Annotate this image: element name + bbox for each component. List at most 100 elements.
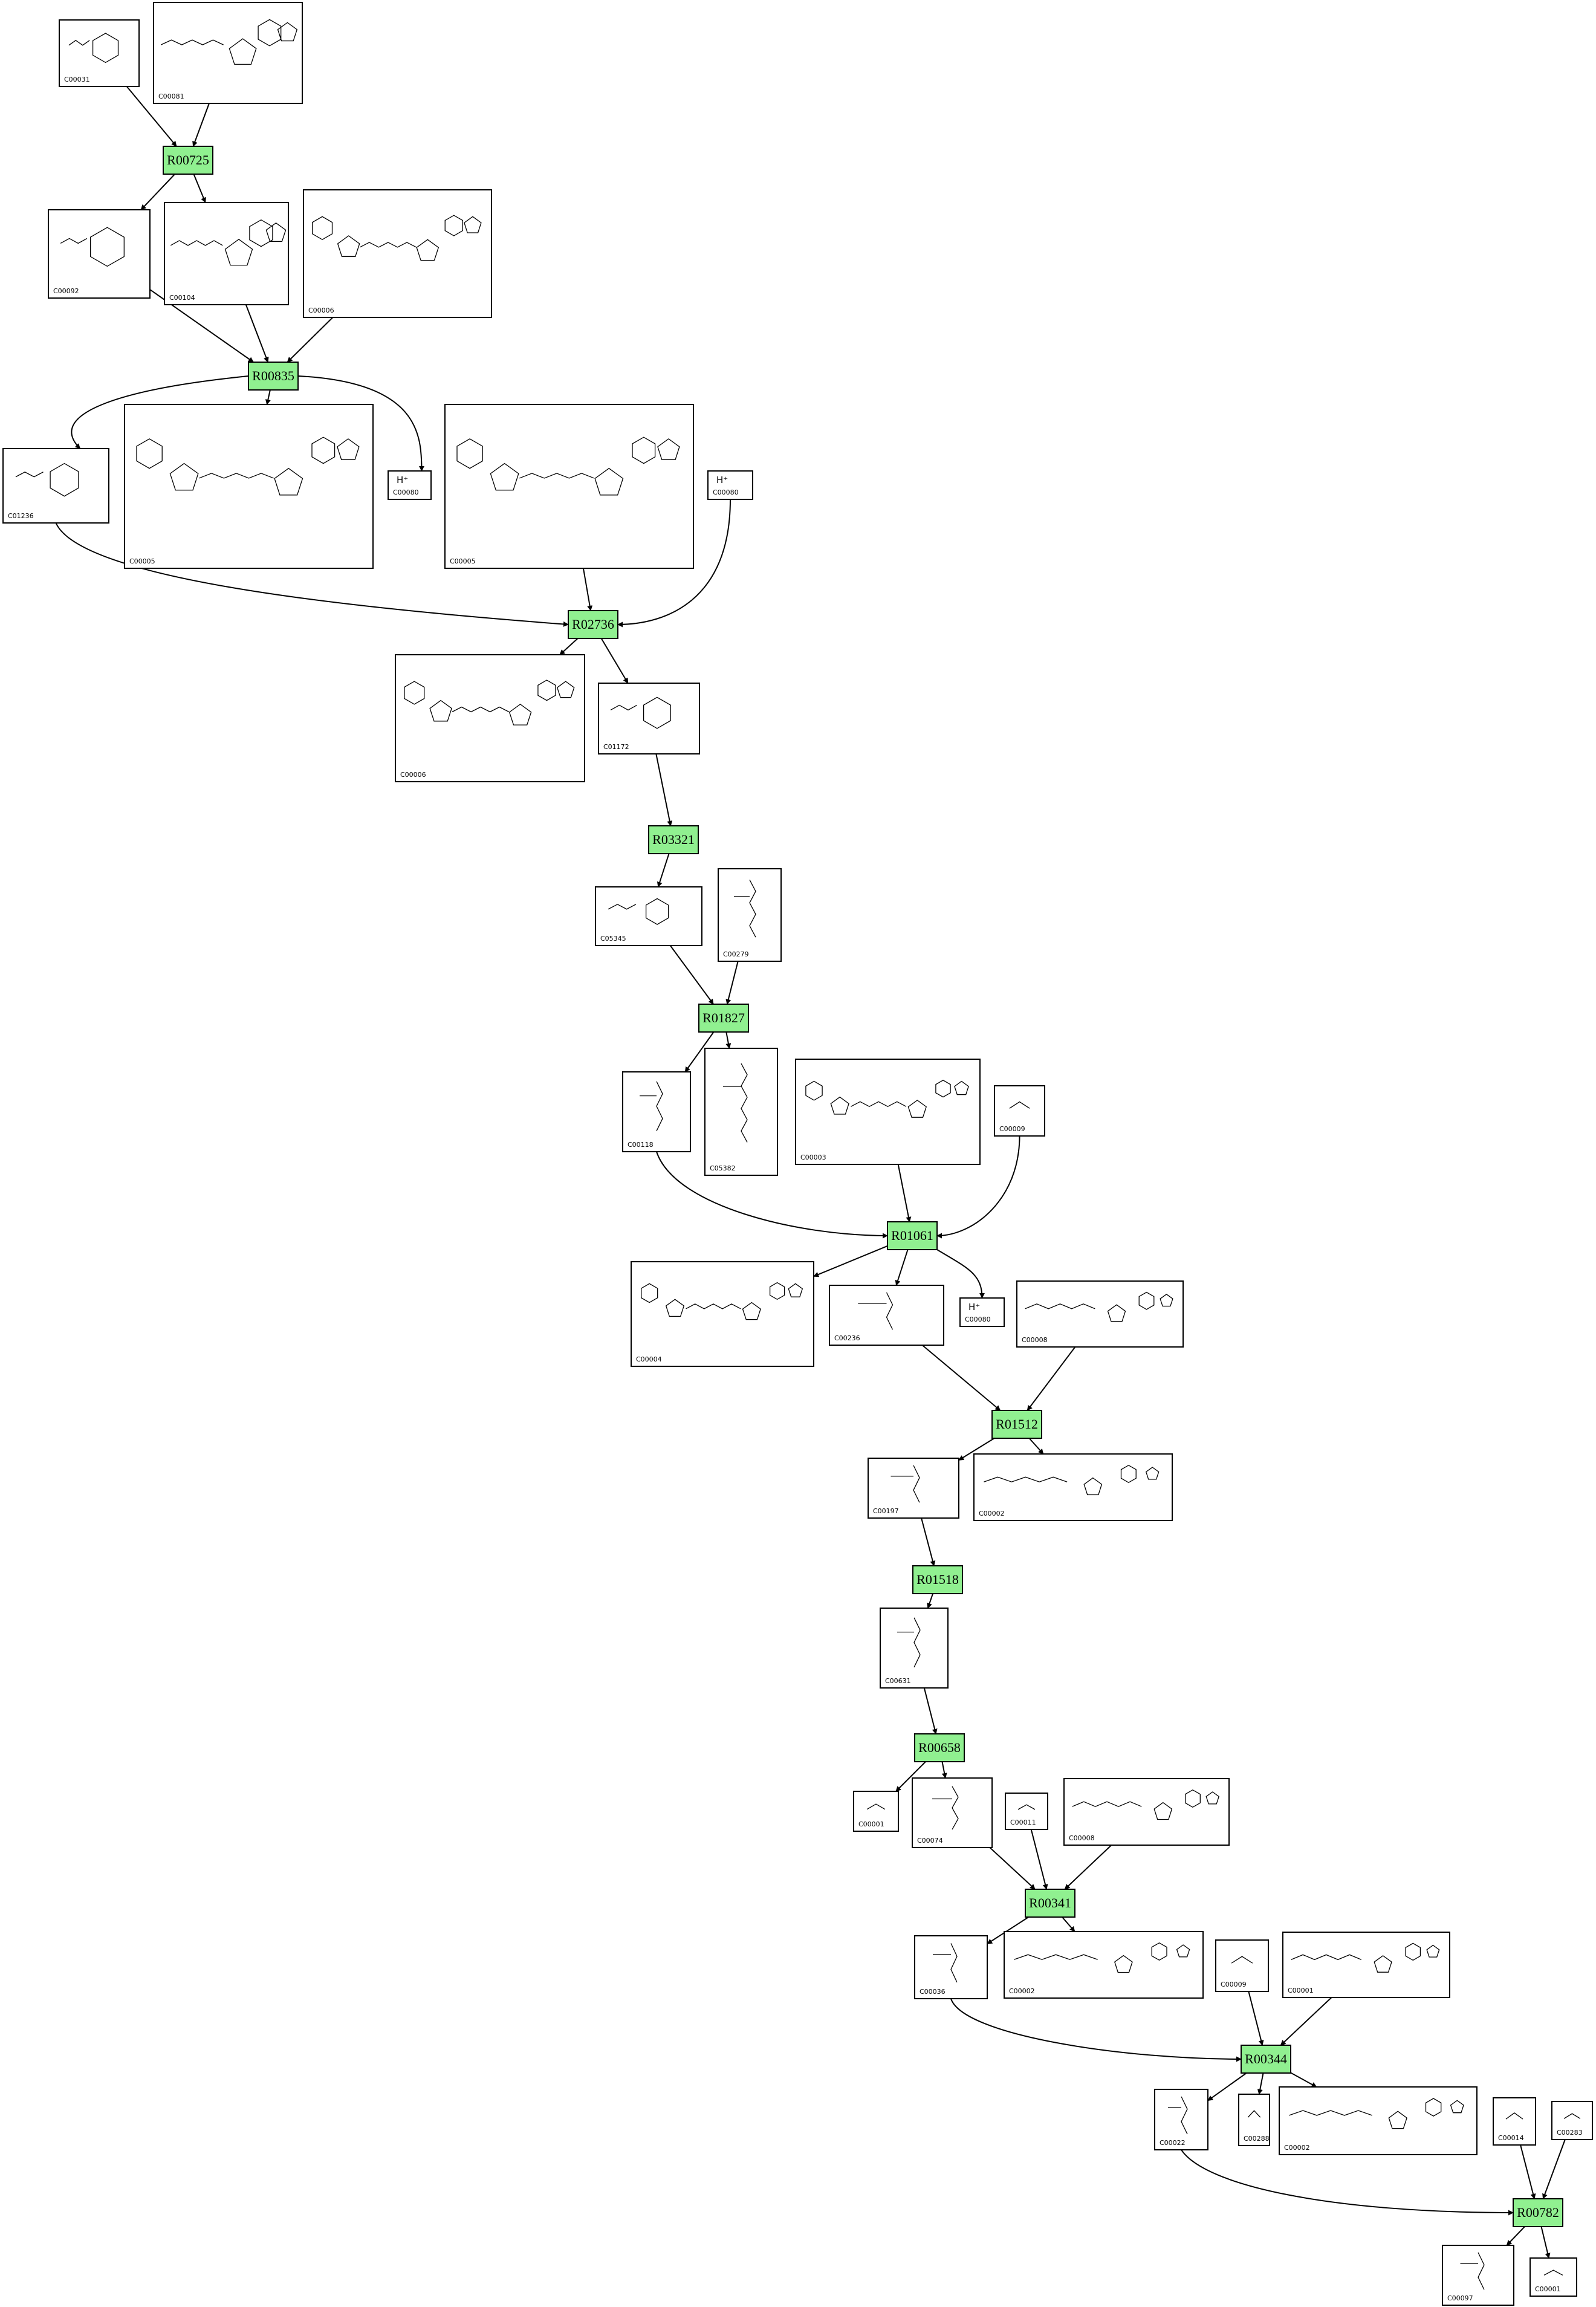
compound-C00002[interactable]: C00002 xyxy=(1279,2086,1478,2155)
compound-C00005[interactable]: C00005 xyxy=(124,404,374,569)
structure-drawing xyxy=(866,1803,886,1810)
compound-C00036[interactable]: C00036 xyxy=(914,1935,988,1999)
structure-drawing xyxy=(1014,1942,1190,1973)
compound-id-label: C00118 xyxy=(628,1141,654,1149)
reaction-edge xyxy=(921,1345,1001,1411)
compound-C00279[interactable]: C00279 xyxy=(718,868,782,962)
compound-C00008[interactable]: C00008 xyxy=(1063,1778,1230,1846)
compound-C00005[interactable]: C00005 xyxy=(444,404,694,569)
compound-C00288[interactable]: C00288 xyxy=(1238,2094,1270,2146)
compound-C00283[interactable]: C00283 xyxy=(1551,2101,1593,2140)
structure-drawing xyxy=(68,33,119,63)
reaction-edge xyxy=(265,389,271,405)
compound-C00080[interactable]: H⁺C00080 xyxy=(959,1297,1005,1327)
structure-drawing xyxy=(1025,1291,1173,1322)
reaction-R00658[interactable]: R00658 xyxy=(914,1733,965,1762)
compound-C00631[interactable]: C00631 xyxy=(880,1608,949,1689)
reaction-edge xyxy=(1540,2226,1551,2259)
compound-C00197[interactable]: C00197 xyxy=(868,1458,959,1519)
compound-C00014[interactable]: C00014 xyxy=(1493,2097,1536,2146)
compound-C00001[interactable]: C00001 xyxy=(853,1791,899,1832)
compound-C00008[interactable]: C00008 xyxy=(1016,1280,1184,1348)
compound-id-label: C00080 xyxy=(713,488,739,496)
compound-id-label: C00011 xyxy=(1010,1819,1036,1826)
reaction-R01827[interactable]: R01827 xyxy=(698,1004,749,1033)
compound-C00002[interactable]: C00002 xyxy=(973,1453,1173,1521)
reaction-R00835[interactable]: R00835 xyxy=(248,362,299,391)
compound-C00092[interactable]: C00092 xyxy=(48,209,151,299)
reaction-R02736[interactable]: R02736 xyxy=(568,610,618,639)
compound-C00080[interactable]: H⁺C00080 xyxy=(707,470,753,500)
reaction-R00341[interactable]: R00341 xyxy=(1025,1889,1075,1918)
reaction-R01512[interactable]: R01512 xyxy=(991,1410,1042,1439)
compound-id-label: C00031 xyxy=(64,76,90,83)
compound-C00006[interactable]: C00006 xyxy=(303,189,492,318)
structure-drawing xyxy=(1231,1956,1253,1964)
reaction-edge xyxy=(1062,1916,1075,1932)
compound-C00118[interactable]: C00118 xyxy=(622,1071,691,1152)
reaction-R00782[interactable]: R00782 xyxy=(1513,2198,1563,2227)
reaction-edge xyxy=(895,1249,909,1286)
compound-C00097[interactable]: C00097 xyxy=(1442,2245,1514,2306)
compound-C01172[interactable]: C01172 xyxy=(598,683,700,754)
structure-drawing xyxy=(1168,2096,1188,2135)
reaction-edge xyxy=(669,945,714,1005)
compound-C00009[interactable]: C00009 xyxy=(994,1085,1045,1137)
compound-C00236[interactable]: C00236 xyxy=(829,1285,944,1346)
compound-C00006[interactable]: C00006 xyxy=(395,654,585,782)
compound-C00080[interactable]: H⁺ C00080 xyxy=(388,470,432,500)
reaction-R00344[interactable]: R00344 xyxy=(1241,2045,1291,2074)
compound-C00001[interactable]: C00001 xyxy=(1529,2257,1577,2297)
reaction-edge xyxy=(1030,1829,1048,1890)
structure-drawing xyxy=(897,1617,921,1667)
compound-id-label: C00283 xyxy=(1557,2129,1583,2137)
compound-C00004[interactable]: C00004 xyxy=(631,1261,814,1367)
compound-C01236[interactable]: C01236 xyxy=(2,448,109,524)
reaction-edge xyxy=(657,853,670,887)
reaction-edge xyxy=(725,1031,731,1049)
compound-C00002[interactable]: C00002 xyxy=(1004,1931,1204,1999)
compound-C00031[interactable]: C00031 xyxy=(59,19,140,87)
compound-C00022[interactable]: C00022 xyxy=(1154,2089,1208,2150)
compound-id-label: C00104 xyxy=(169,294,195,302)
reaction-edge xyxy=(582,568,593,611)
compound-id-label: C00080 xyxy=(393,488,419,496)
structure-drawing xyxy=(723,1063,748,1143)
reaction-R00725[interactable]: R00725 xyxy=(163,146,213,175)
compound-C05382[interactable]: C05382 xyxy=(704,1048,778,1176)
compound-C00074[interactable]: C00074 xyxy=(912,1777,993,1848)
structure-drawing xyxy=(890,1465,920,1503)
reaction-edge xyxy=(950,1998,1242,2062)
compound-id-label: C00004 xyxy=(636,1355,662,1363)
compound-id-label: C00080 xyxy=(965,1316,991,1323)
compound-C00009[interactable]: C00009 xyxy=(1215,1939,1269,1992)
reaction-id-label: R01512 xyxy=(996,1416,1038,1432)
ion-symbol: H⁺ xyxy=(397,475,408,485)
compound-id-label: C00001 xyxy=(858,1820,884,1828)
compound-id-label: C00005 xyxy=(450,557,476,565)
reaction-edge xyxy=(1542,2139,1566,2199)
reaction-edge xyxy=(1181,2149,1514,2216)
compound-C00011[interactable]: C00011 xyxy=(1005,1793,1048,1830)
compound-id-label: C00631 xyxy=(885,1677,911,1685)
compound-C05345[interactable]: C05345 xyxy=(595,886,702,946)
compound-id-label: C00197 xyxy=(873,1507,899,1515)
compound-C00003[interactable]: C00003 xyxy=(795,1059,981,1165)
compound-C00081[interactable]: C00081 xyxy=(153,2,303,104)
structure-drawing xyxy=(404,680,575,725)
reaction-id-label: R01061 xyxy=(891,1228,933,1243)
structure-drawing xyxy=(1017,1804,1036,1810)
compound-id-label: C00022 xyxy=(1160,2139,1186,2147)
compound-id-label: C00081 xyxy=(158,92,184,100)
compound-C00001[interactable]: C00001 xyxy=(1282,1932,1450,1998)
compound-C00104[interactable]: C00104 xyxy=(164,202,289,305)
reaction-edge xyxy=(1207,2072,1247,2101)
reaction-R01061[interactable]: R01061 xyxy=(887,1221,938,1250)
reaction-edge xyxy=(600,638,629,684)
reaction-R03321[interactable]: R03321 xyxy=(648,825,699,854)
reaction-R01518[interactable]: R01518 xyxy=(912,1565,963,1594)
compound-id-label: C00236 xyxy=(834,1334,860,1342)
reaction-id-label: R00835 xyxy=(252,368,294,383)
reaction-edge xyxy=(1028,1438,1044,1455)
reaction-edge xyxy=(656,1151,888,1239)
